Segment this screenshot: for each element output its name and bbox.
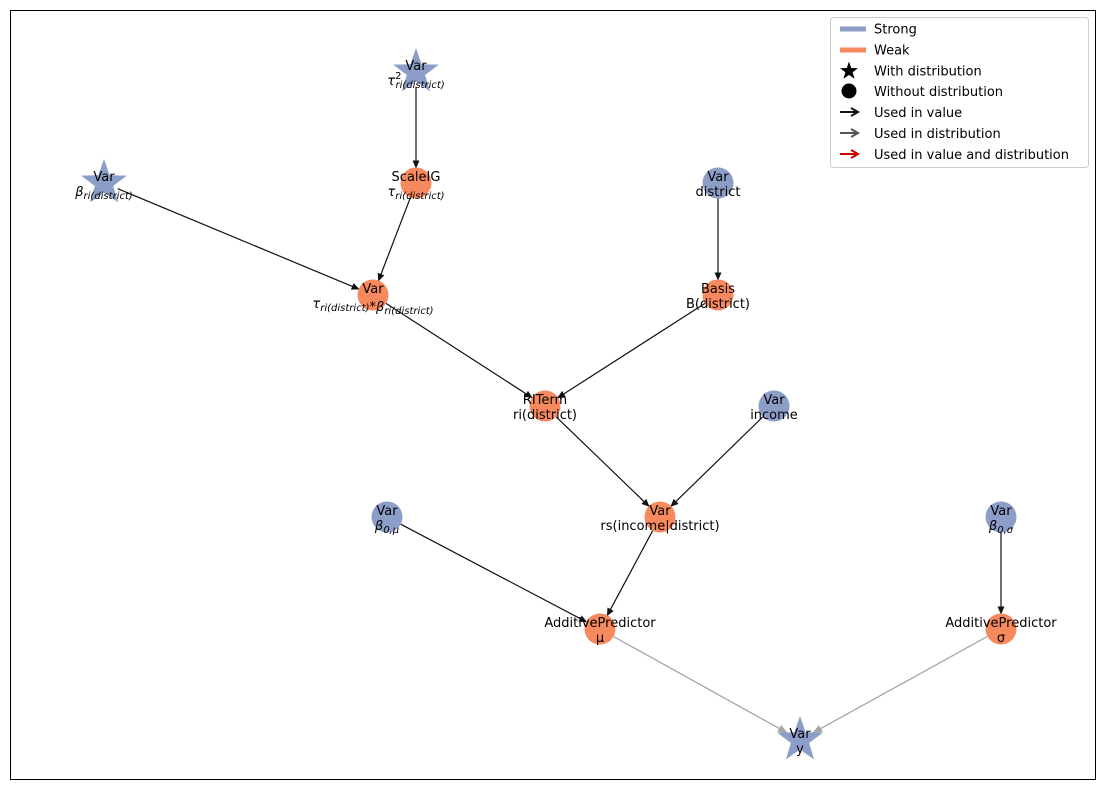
nodes-layer	[81, 48, 1017, 760]
legend-box	[830, 17, 1089, 168]
edge-beta0mu-to-mu	[400, 523, 588, 623]
edge-rs-to-mu	[606, 530, 654, 617]
node-rs-name: rs(income|district)	[600, 519, 719, 534]
node-beta_ri-kind: Var	[93, 170, 115, 185]
node-rs-circle	[644, 501, 676, 533]
node-district-name: district	[696, 185, 741, 200]
node-tau2-star	[393, 48, 439, 92]
node-taubeta-kind: Var	[362, 282, 384, 297]
node-tau2-kind: Var	[405, 59, 427, 74]
node-mu-kind: AdditivePredictor	[544, 616, 656, 631]
node-sigma-circle	[985, 613, 1017, 645]
node-income-circle	[758, 390, 790, 422]
node-beta_ri-star	[81, 159, 127, 203]
edge-sigma-to-y	[812, 635, 988, 734]
node-beta0sigma-circle	[985, 501, 1017, 533]
edge-riterm-to-rs	[555, 416, 650, 507]
node-tau-kind: ScaleIG	[392, 170, 441, 185]
edge-beta_ri-to-taubeta	[117, 188, 360, 290]
node-beta0mu-name: β0,μ	[374, 519, 399, 536]
legend-strong-label: Strong	[874, 23, 917, 38]
node-mu-circle	[584, 613, 616, 645]
circle-icon	[841, 83, 857, 99]
edge-income-to-rs	[670, 416, 764, 507]
node-sigma-kind: AdditivePredictor	[945, 616, 1057, 631]
node-riterm-kind: RITerm	[523, 393, 567, 408]
legend-without-distribution-label: Without distribution	[874, 85, 1003, 100]
legend: Strong Weak With distribution Without di…	[830, 17, 1089, 168]
legend-used-in-value-and-distribution-label: Used in value and distribution	[874, 148, 1069, 163]
legend-with-distribution-label: With distribution	[874, 65, 982, 80]
edge-basis-to-riterm	[557, 302, 706, 399]
node-mu-name: μ	[596, 631, 604, 646]
node-tau-name: τri(district)	[387, 185, 444, 202]
node-riterm-circle	[529, 390, 561, 422]
node-beta_ri-name: βri(district)	[74, 185, 133, 202]
node-basis-circle	[702, 279, 734, 311]
node-sigma-name: σ	[997, 631, 1005, 646]
legend-weak-label: Weak	[874, 44, 910, 59]
node-y-name: y	[796, 742, 804, 757]
node-beta0mu-circle	[371, 501, 403, 533]
edge-tau-to-taubeta	[377, 197, 412, 282]
node-rs-kind: Var	[649, 504, 671, 519]
legend-used-in-distribution-label: Used in distribution	[874, 127, 1001, 142]
node-taubeta-circle	[357, 279, 389, 311]
node-tau-circle	[400, 167, 432, 199]
node-basis-kind: Basis	[701, 282, 735, 297]
node-basis-name: B(district)	[686, 297, 750, 312]
node-y-star	[777, 716, 823, 760]
node-income-kind: Var	[763, 393, 785, 408]
node-income-name: income	[750, 408, 798, 423]
node-y-kind: Var	[789, 727, 811, 742]
node-beta0mu-kind: Var	[376, 504, 398, 519]
edge-taubeta-to-riterm	[385, 302, 533, 399]
node-beta0sigma-kind: Var	[990, 504, 1012, 519]
edges-layer	[117, 86, 1005, 734]
node-taubeta-name: τri(district)*βri(district)	[312, 297, 433, 317]
legend-used-in-value-label: Used in value	[874, 106, 962, 121]
edge-mu-to-y	[613, 635, 788, 734]
node-district-circle	[702, 167, 734, 199]
star-icon	[840, 61, 858, 79]
node-district-kind: Var	[707, 170, 729, 185]
node-beta0sigma-name: β0,σ	[988, 519, 1014, 536]
node-riterm-name: ri(district)	[513, 408, 577, 423]
